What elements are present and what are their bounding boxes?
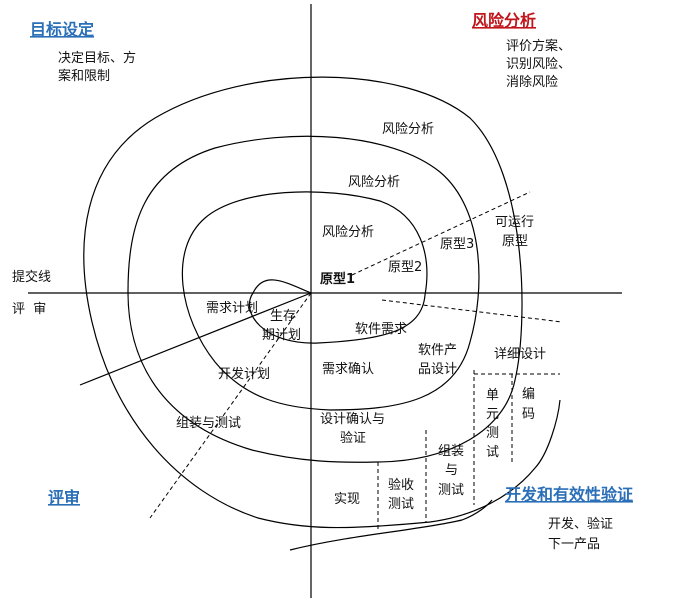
product-design-1: 软件产 [418, 343, 457, 358]
risk-analysis-inner: 风险分析 [322, 225, 374, 240]
acceptance-test-1: 验收 [388, 477, 414, 493]
unit-test-char-2: 元 [486, 407, 499, 422]
assembly-test-3: 测试 [438, 483, 464, 498]
assembly-test-1: 组装 [438, 444, 464, 459]
spiral-middle [127, 135, 480, 463]
prototype-1-label: 原型1 [320, 271, 355, 287]
unit-test-char-4: 试 [486, 445, 499, 460]
goal-desc-1: 决定目标、方 [58, 50, 136, 66]
assembly-test-2: 与 [445, 463, 458, 478]
dev-plan-label: 开发计划 [218, 366, 270, 382]
design-verify-1: 设计确认与 [320, 412, 385, 427]
quadrant-review-title: 评审 [48, 488, 80, 507]
submit-line-label: 提交线 [12, 269, 51, 285]
integration-test-label: 组装与测试 [176, 416, 241, 431]
sw-req-label: 软件需求 [355, 322, 407, 337]
life-plan-1: 生存 [270, 309, 296, 324]
goal-desc-2: 案和限制 [58, 69, 110, 84]
coding-char-1: 编 [522, 387, 535, 402]
life-plan-2: 期计划 [262, 328, 301, 343]
detail-dashed-ray [381, 299, 563, 323]
spiral-inner [181, 191, 428, 411]
product-design-2: 品设计 [418, 362, 457, 377]
review-label: 评 审 [12, 302, 46, 317]
spiral-tail [289, 499, 493, 551]
quadrant-goal-title: 目标设定 [30, 20, 94, 39]
risk-analysis-outer: 风险分析 [382, 122, 434, 137]
risk-analysis-middle: 风险分析 [348, 175, 400, 190]
unit-test-char-1: 单 [486, 388, 499, 403]
risk-desc-3: 消除风险 [506, 75, 558, 90]
design-verify-2: 验证 [340, 430, 366, 446]
develop-desc-2: 下一产品 [548, 537, 600, 552]
coding-char-2: 码 [522, 407, 535, 422]
quadrant-develop-title: 开发和有效性验证 [505, 485, 633, 504]
req-confirm-label: 需求确认 [322, 362, 374, 377]
unit-test-char-3: 测 [486, 426, 499, 441]
develop-desc-1: 开发、验证 [548, 516, 613, 532]
acceptance-test-2: 测试 [388, 497, 414, 512]
prototype-2-label: 原型2 [388, 260, 422, 275]
detail-design-label: 详细设计 [494, 347, 546, 362]
prototype-3-label: 原型3 [440, 237, 474, 252]
prototype-dashed-ray [351, 191, 531, 276]
runnable-prototype-1: 可运行 [495, 215, 534, 230]
risk-desc-1: 评价方案、 [506, 38, 571, 54]
implementation-label: 实现 [334, 492, 360, 507]
risk-desc-2: 识别风险、 [506, 57, 571, 72]
runnable-prototype-2: 原型 [502, 234, 528, 249]
spiral-outer [83, 76, 561, 529]
review-ray [79, 292, 312, 386]
quadrant-risk-title: 风险分析 [472, 11, 536, 30]
req-plan-label: 需求计划 [206, 301, 258, 316]
